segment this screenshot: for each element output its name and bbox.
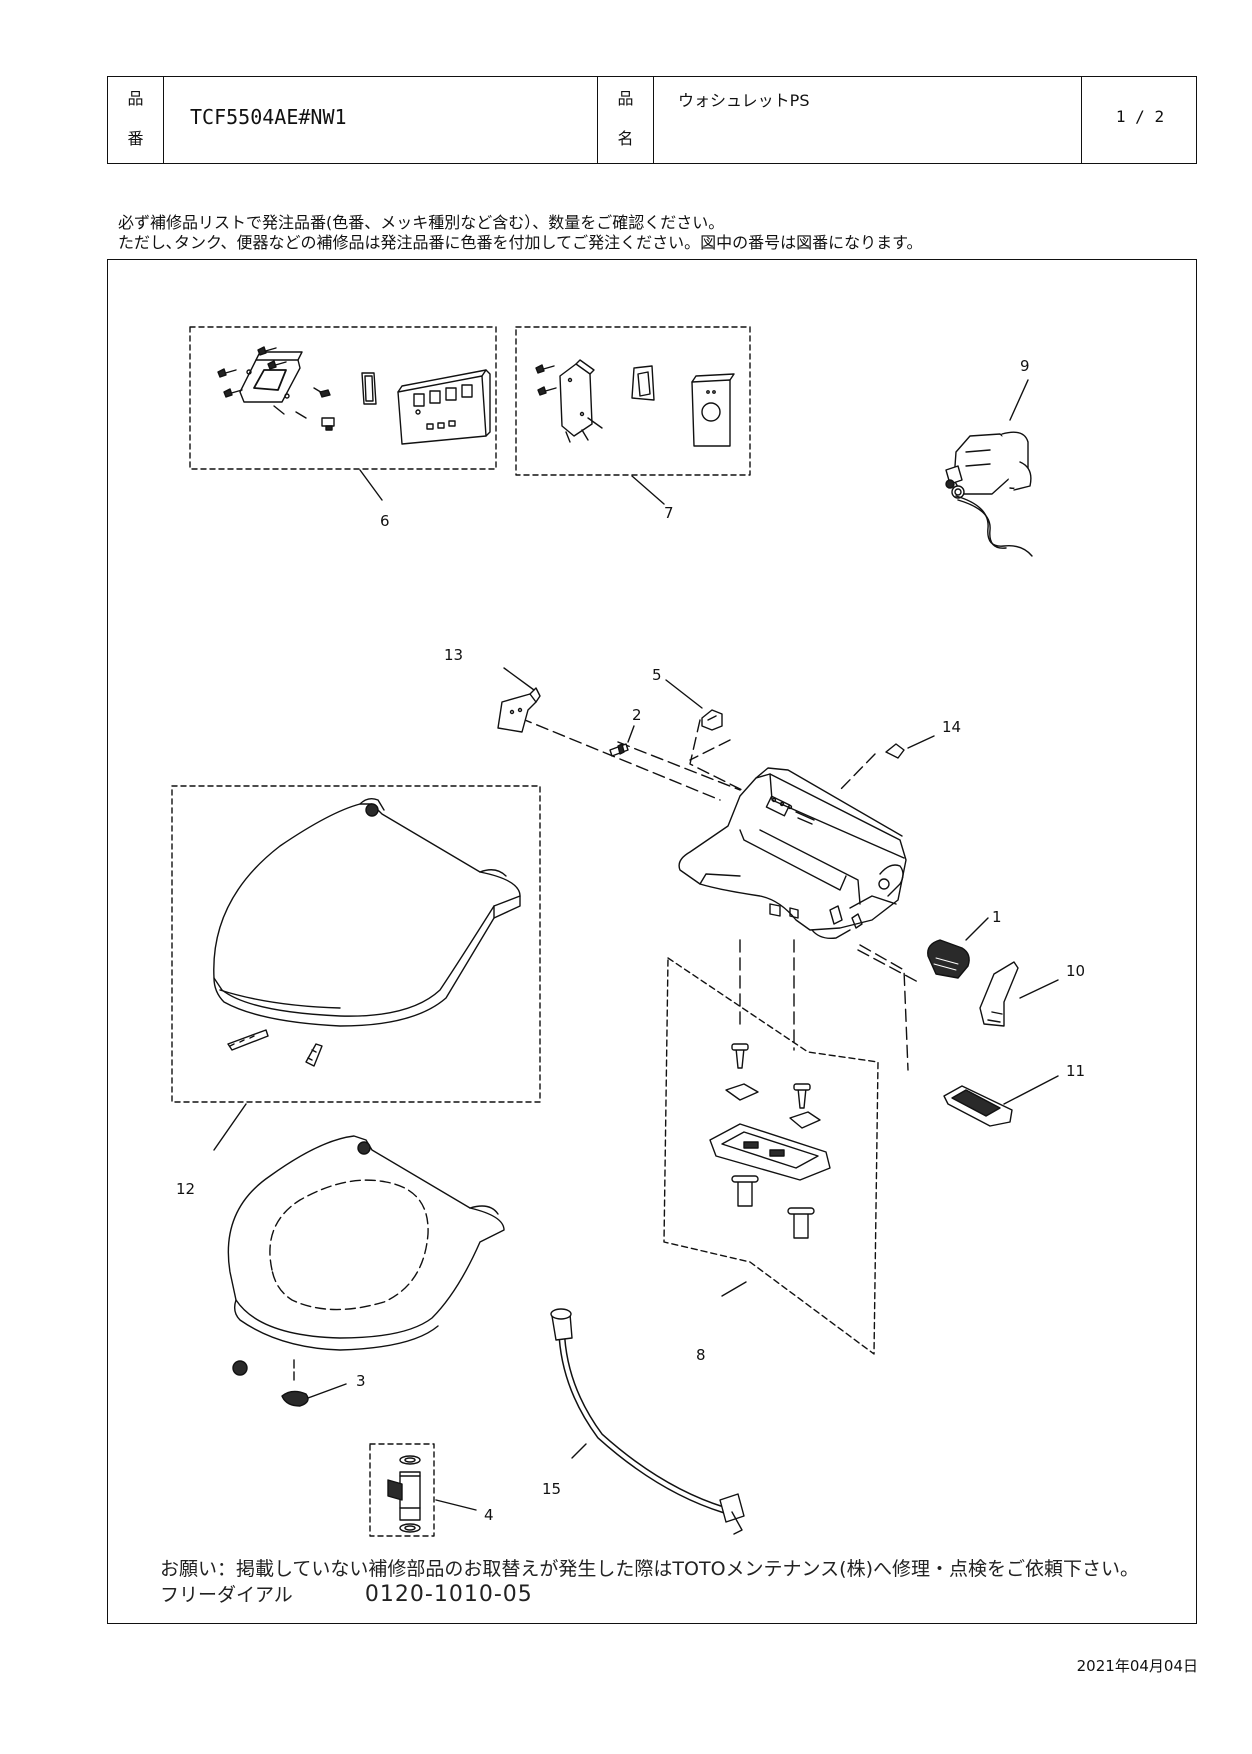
- name-label-cell: 品 名: [598, 77, 654, 163]
- toilet-lid: [213, 797, 521, 1027]
- page-indicator: 1 / 2: [1115, 107, 1165, 126]
- label-11: 11: [1066, 1062, 1085, 1080]
- label-7: 7: [664, 504, 674, 522]
- switch-frame: [631, 365, 655, 401]
- leader-9: [1009, 379, 1029, 421]
- wall-remote-control: [397, 369, 491, 445]
- label-14: 14: [942, 718, 961, 736]
- group-8-box: [663, 957, 879, 1355]
- label-12: 12: [176, 1180, 195, 1198]
- part-no-cell: TCF5504AE#NW1: [164, 77, 598, 163]
- product-name: ウォシュレットPS: [678, 91, 810, 110]
- remote-pad-part-11: [943, 1085, 1013, 1127]
- leader-6: [359, 469, 383, 501]
- issue-date: 2021年04月04日: [1076, 1657, 1198, 1675]
- leader-8: [721, 1281, 747, 1297]
- flush-switch-unit: [691, 373, 735, 447]
- part-no-label-1: 品: [127, 89, 144, 108]
- leader-1: [965, 917, 989, 941]
- remote-holder-plate: [361, 372, 377, 405]
- label-6: 6: [380, 512, 390, 530]
- leader-10: [1019, 979, 1059, 999]
- bracket-screws: [217, 346, 335, 431]
- page-cell: 1 / 2: [1082, 77, 1198, 163]
- leader-4: [435, 1499, 477, 1511]
- freedial-number: 0120-1010-05: [364, 1582, 533, 1607]
- supply-hose: [550, 1308, 745, 1535]
- sensor-bracket: [535, 359, 603, 443]
- hinge-pins: [227, 1029, 323, 1067]
- notice-line-2: ただし､タンク、便器などの補修品は発注品番に色番を付加してご発注ください。図中の…: [118, 233, 923, 252]
- group-6-box: [189, 326, 497, 470]
- part-no-label-2: 番: [127, 129, 144, 148]
- leader-11: [1003, 1075, 1059, 1105]
- screw-part-2: [609, 743, 629, 757]
- base-plate-assembly: [709, 1043, 831, 1239]
- leader-7: [631, 475, 665, 505]
- assembly-lines: [519, 717, 919, 1071]
- group-7-box: [515, 326, 751, 476]
- cover-part-10: [979, 961, 1019, 1027]
- stop-valve: [387, 1455, 421, 1533]
- leader-14: [907, 735, 935, 749]
- label-15: 15: [542, 1480, 561, 1498]
- leader-12: [213, 1103, 247, 1151]
- label-1: 1: [992, 908, 1002, 926]
- freedial-row: フリーダイアル 0120-1010-05: [160, 1580, 533, 1607]
- filter-part-1: [927, 939, 970, 979]
- freedial-label: フリーダイアル: [160, 1584, 293, 1606]
- leader-15: [571, 1443, 587, 1459]
- name-label-2: 名: [617, 129, 634, 148]
- part-no-label-cell: 品 番: [108, 77, 164, 163]
- diagram-frame: [107, 259, 1197, 1624]
- group-12-box: [171, 785, 541, 1103]
- name-label-1: 品: [617, 89, 634, 108]
- leader-5: [665, 679, 703, 709]
- clip-part-14: [885, 743, 905, 759]
- label-3: 3: [356, 1372, 366, 1390]
- group-4-box: [369, 1443, 435, 1537]
- label-5: 5: [652, 666, 662, 684]
- name-cell: ウォシュレットPS: [654, 77, 1082, 163]
- label-8: 8: [696, 1346, 706, 1364]
- header-table: 品 番 TCF5504AE#NW1 品 名 ウォシュレットPS 1 / 2: [107, 76, 1197, 164]
- wall-bracket-part: [239, 351, 303, 403]
- label-13: 13: [444, 646, 463, 664]
- toilet-seat-main-body: [678, 767, 907, 940]
- clip-part-5: [701, 709, 723, 731]
- leader-2: [627, 725, 635, 743]
- leader-3: [307, 1383, 347, 1399]
- repair-request-note: お願い：掲載していない補修部品のお取替えが発生した際はTOTOメンテナンス(株)…: [160, 1558, 1140, 1580]
- leader-13: [503, 667, 535, 691]
- label-2: 2: [632, 706, 642, 724]
- label-4: 4: [484, 1506, 494, 1524]
- seat-bumper-3: [232, 1359, 309, 1407]
- notice-line-1: 必ず補修品リストで発注品番(色番、メッキ種別など含む）、数量をご確認ください。: [118, 213, 725, 232]
- bracket-plate-13: [497, 687, 541, 733]
- label-9: 9: [1020, 357, 1030, 375]
- part-number: TCF5504AE#NW1: [190, 105, 347, 129]
- label-10: 10: [1066, 962, 1085, 980]
- toilet-seat-ring: [227, 1135, 505, 1351]
- solenoid-valve-unit: [945, 431, 1033, 557]
